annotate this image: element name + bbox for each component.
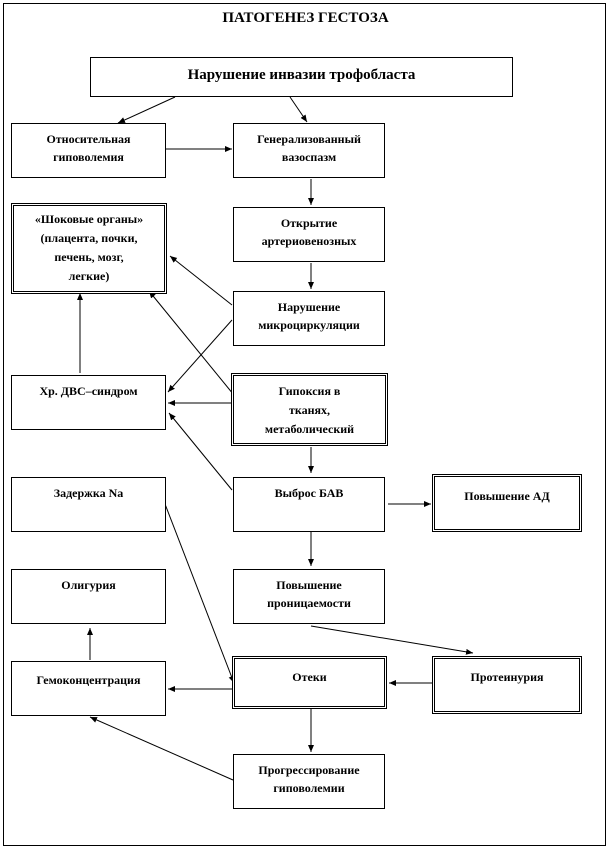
node-dic-label: Хр. ДВС–синдром	[39, 384, 138, 398]
node-hypovolemia-line1: Относительная	[46, 132, 131, 146]
node-microcirculation: Нарушение микроциркуляции	[233, 291, 385, 346]
node-vasospasm-line1: Генерализованный	[257, 132, 361, 146]
node-sodium-label: Задержка Na	[53, 486, 124, 500]
node-shunts-line1: Открытие	[280, 216, 338, 230]
node-hypoxia-line1: Гипоксия в	[278, 384, 341, 398]
node-bp-label: Повышение АД	[464, 489, 550, 503]
node-progression: Прогрессирование гиповолемии	[233, 754, 385, 809]
node-permeability: Повышение проницаемости	[233, 569, 385, 624]
node-proteinuria: Протеинурия	[432, 656, 582, 714]
node-progression-line1: Прогрессирование	[258, 763, 360, 777]
node-hypoxia-line2: тканях,	[288, 403, 331, 417]
node-edema-label: Отеки	[292, 670, 327, 684]
node-bav: Выброс БАВ	[233, 477, 385, 532]
node-hemoconcentration: Гемоконцентрация	[11, 661, 166, 716]
node-shock-organs-line4: легкие)	[68, 269, 110, 283]
arrow-permeability-proteinuria	[310, 625, 474, 655]
arrow-hypoxia-shock	[148, 290, 239, 401]
node-shock-organs-line2: (плацента, почки,	[40, 231, 138, 245]
node-shock-organs-line3: печень, мозг,	[54, 250, 124, 264]
node-vasospasm: Генерализованный вазоспазм	[233, 123, 385, 178]
node-trophoblast-label: Нарушение инвазии трофобласта	[187, 67, 416, 83]
node-hypovolemia: Относительная гиповолемия	[11, 123, 166, 178]
node-hemoconcentration-label: Гемоконцентрация	[36, 673, 141, 687]
node-trophoblast: Нарушение инвазии трофобласта	[90, 57, 513, 97]
node-shunts-line2: артериовенозных	[261, 234, 357, 248]
node-edema: Отеки	[232, 656, 387, 709]
arrow-microcirculation-shock	[169, 255, 233, 306]
node-microcirculation-line1: Нарушение	[277, 300, 341, 314]
node-proteinuria-label: Протеинурия	[470, 670, 544, 684]
node-shock-organs-line1: «Шоковые органы»	[34, 212, 144, 226]
arrow-microcirculation-dic	[167, 319, 233, 393]
node-vasospasm-line2: вазоспазм	[281, 150, 337, 164]
arrow-sodium-edema	[164, 503, 235, 684]
node-sodium: Задержка Na	[11, 477, 166, 532]
node-permeability-line1: Повышение	[276, 578, 342, 592]
diagram-frame	[3, 3, 606, 846]
diagram-title: ПАТОГЕНЕЗ ГЕСТОЗА	[222, 10, 389, 26]
arrow-progression-hemoconcentration	[89, 716, 234, 781]
node-bp: Повышение АД	[432, 474, 582, 532]
node-dic: Хр. ДВС–синдром	[11, 375, 166, 430]
node-hypovolemia-line2: гиповолемия	[53, 150, 124, 164]
node-shunts: Открытие артериовенозных	[233, 207, 385, 262]
node-oliguria: Олигурия	[11, 569, 166, 624]
node-bav-label: Выброс БАВ	[274, 486, 344, 500]
node-progression-line2: гиповолемии	[273, 781, 345, 795]
arrow-trophoblast-hypovolemia	[117, 96, 176, 124]
node-microcirculation-line2: микроциркуляции	[258, 318, 360, 332]
arrow-trophoblast-vasospasm	[289, 96, 308, 123]
arrow-bav-dic	[168, 412, 233, 491]
node-hypoxia: Гипоксия в тканях, метаболический	[231, 373, 388, 446]
node-hypoxia-line3: метаболический	[264, 422, 355, 436]
node-permeability-line2: проницаемости	[267, 596, 351, 610]
node-shock-organs: «Шоковые органы» (плацента, почки, печен…	[11, 203, 167, 294]
node-oliguria-label: Олигурия	[61, 578, 116, 592]
